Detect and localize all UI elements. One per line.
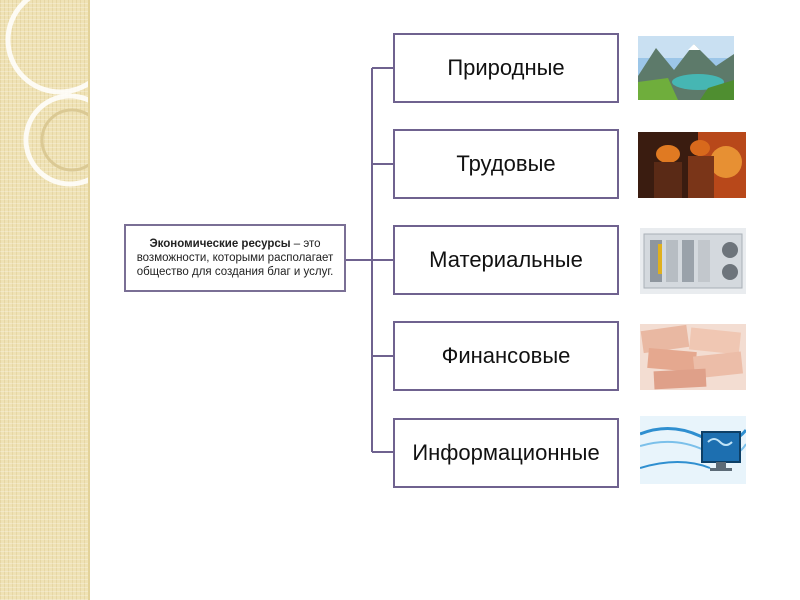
resource-label: Материальные bbox=[429, 247, 583, 272]
resource-label: Финансовые bbox=[441, 343, 571, 368]
resource-box-labor: Трудовые bbox=[393, 129, 619, 199]
resource-label: Природные bbox=[447, 55, 565, 80]
definition-term: Экономические ресурсы bbox=[149, 238, 291, 250]
workers-image bbox=[638, 132, 746, 198]
definition-box: Экономические ресурсы – это возможности,… bbox=[124, 224, 346, 292]
decorative-circles bbox=[5, 0, 88, 187]
resource-box-material: Материальные bbox=[393, 225, 619, 295]
resource-label: Трудовые bbox=[456, 151, 556, 176]
definition-text: Экономические ресурсы – это возможности,… bbox=[132, 237, 338, 279]
nature-landscape-image bbox=[638, 36, 734, 100]
decorative-side-strip bbox=[0, 0, 90, 600]
resource-box-financial: Финансовые bbox=[393, 321, 619, 391]
definition-rest: – это возможности, которыми располагает … bbox=[136, 238, 334, 278]
resource-box-information: Информационные bbox=[393, 418, 619, 488]
resource-label: Информационные bbox=[412, 440, 600, 465]
computer-network-image bbox=[640, 416, 746, 484]
resource-box-natural: Природные bbox=[393, 33, 619, 103]
equipment-image bbox=[640, 228, 746, 294]
money-image bbox=[640, 324, 746, 390]
